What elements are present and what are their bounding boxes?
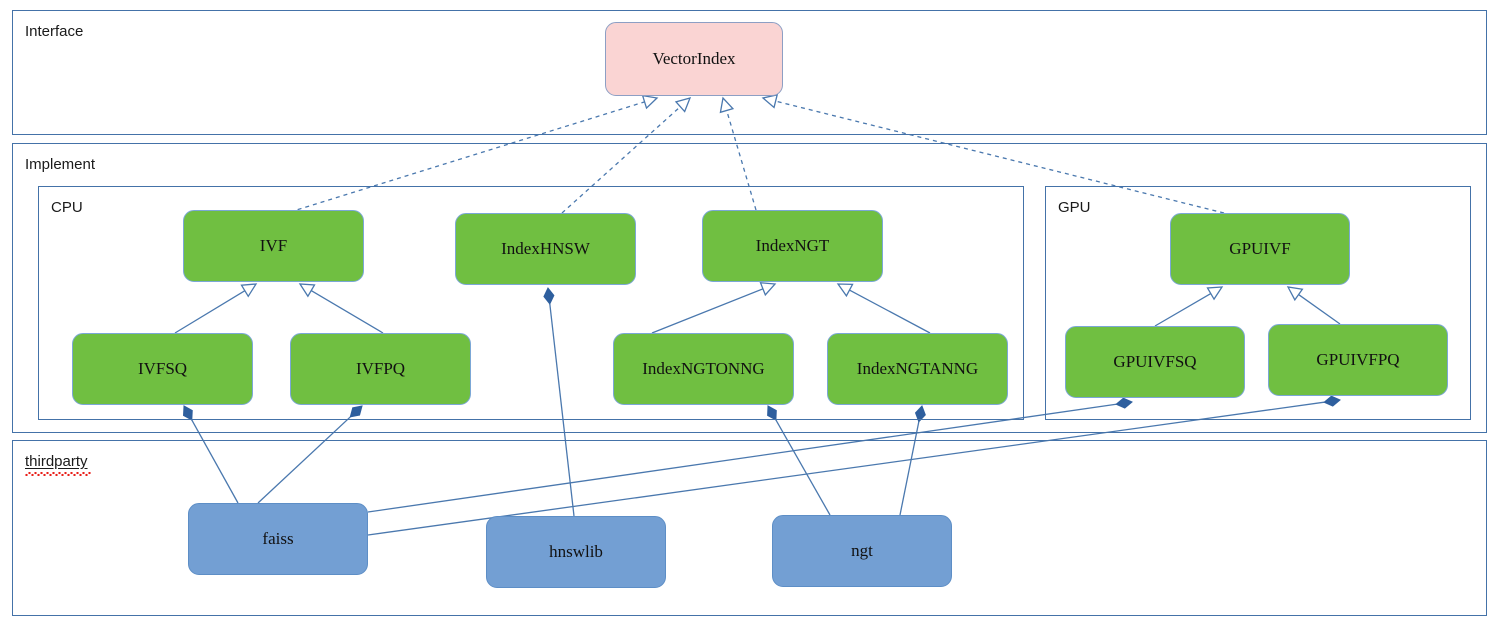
class-node-vectorindex[interactable]: VectorIndex <box>605 22 783 96</box>
package-label-thirdparty: thirdparty <box>25 453 88 470</box>
class-node-hnswlib[interactable]: hnswlib <box>486 516 666 588</box>
package-label-cpu: CPU <box>51 199 83 216</box>
class-node-indexngtanng[interactable]: IndexNGTANNG <box>827 333 1008 405</box>
class-node-ivf[interactable]: IVF <box>183 210 364 282</box>
spellcheck-underline <box>25 472 91 476</box>
package-implement <box>12 143 1487 433</box>
class-node-indexhnsw[interactable]: IndexHNSW <box>455 213 636 285</box>
class-node-faiss[interactable]: faiss <box>188 503 368 575</box>
class-node-ivfpq[interactable]: IVFPQ <box>290 333 471 405</box>
class-node-ngt[interactable]: ngt <box>772 515 952 587</box>
class-node-gpuivfsq[interactable]: GPUIVFSQ <box>1065 326 1245 398</box>
class-node-indexngt[interactable]: IndexNGT <box>702 210 883 282</box>
package-gpu <box>1045 186 1471 420</box>
class-node-gpuivf[interactable]: GPUIVF <box>1170 213 1350 285</box>
class-node-ivfsq[interactable]: IVFSQ <box>72 333 253 405</box>
package-interface <box>12 10 1487 135</box>
package-cpu <box>38 186 1024 420</box>
package-thirdparty <box>12 440 1487 616</box>
class-node-gpuivfpq[interactable]: GPUIVFPQ <box>1268 324 1448 396</box>
package-label-interface: Interface <box>25 23 84 40</box>
package-label-gpu: GPU <box>1058 199 1091 216</box>
package-label-implement: Implement <box>25 156 96 173</box>
class-node-indexngtonng[interactable]: IndexNGTONNG <box>613 333 794 405</box>
